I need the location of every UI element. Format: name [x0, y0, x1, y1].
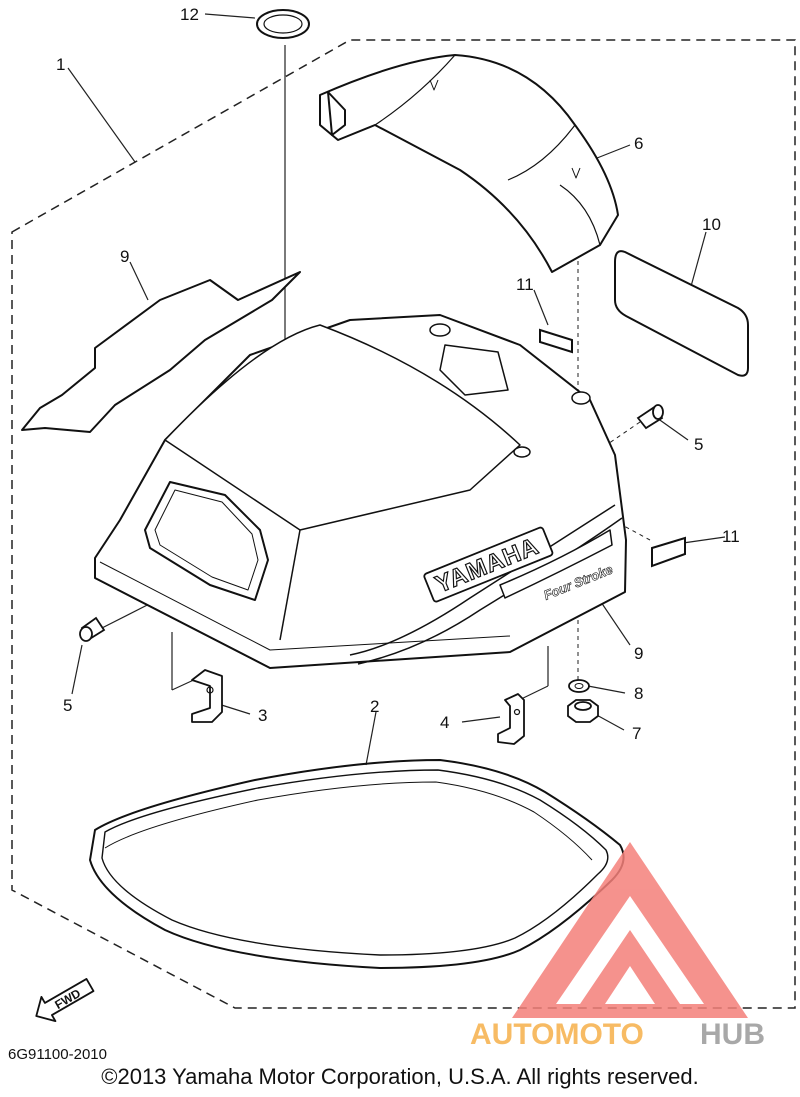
callout-6: 6	[634, 134, 643, 153]
watermark-brand-part1: AUTOMOTO	[470, 1018, 644, 1051]
callout-2: 2	[370, 697, 379, 716]
washer-8	[568, 679, 590, 693]
top-cover-6	[319, 54, 619, 273]
gasket-2	[89, 759, 625, 969]
screw-5-right	[636, 404, 664, 430]
callout-5-left: 5	[63, 696, 72, 715]
callout-numbers: 1 12 6 10 9 11 5 11 9 8 7 2 3 4 5	[56, 5, 740, 743]
assembly-boundary	[11, 39, 796, 1009]
callout-11-top: 11	[516, 275, 534, 294]
callout-4: 4	[440, 713, 449, 732]
callout-3: 3	[258, 706, 267, 725]
watermark-logo: AUTOMOTO HUB	[470, 842, 765, 1051]
top-cowling-1	[94, 314, 627, 669]
callout-5-right: 5	[694, 435, 703, 454]
decal-10	[614, 250, 749, 377]
watermark-brand-part2: HUB	[700, 1018, 765, 1051]
bracket-4	[497, 693, 525, 745]
part-code: 6G91100-2010	[8, 1046, 107, 1063]
bracket-3	[191, 669, 223, 723]
callout-7: 7	[632, 724, 641, 743]
screw-5-left	[79, 616, 106, 642]
grommet-12	[256, 9, 310, 39]
callout-9-side: 9	[634, 644, 643, 663]
decal-11-side	[651, 536, 686, 568]
nut-7	[567, 699, 599, 723]
decal-11-top	[539, 328, 573, 354]
callout-11-side: 11	[722, 527, 740, 546]
decal-9-left	[21, 271, 301, 433]
callout-10: 10	[702, 215, 721, 234]
callout-12: 12	[180, 5, 199, 24]
watermark-triangle-icon	[512, 842, 748, 1018]
callout-9-top: 9	[120, 247, 129, 266]
callout-1: 1	[56, 55, 65, 74]
copyright-text: ©2013 Yamaha Motor Corporation, U.S.A. A…	[101, 1064, 699, 1089]
callout-8: 8	[634, 684, 643, 703]
fwd-arrow-icon: FWD	[35, 978, 95, 1023]
